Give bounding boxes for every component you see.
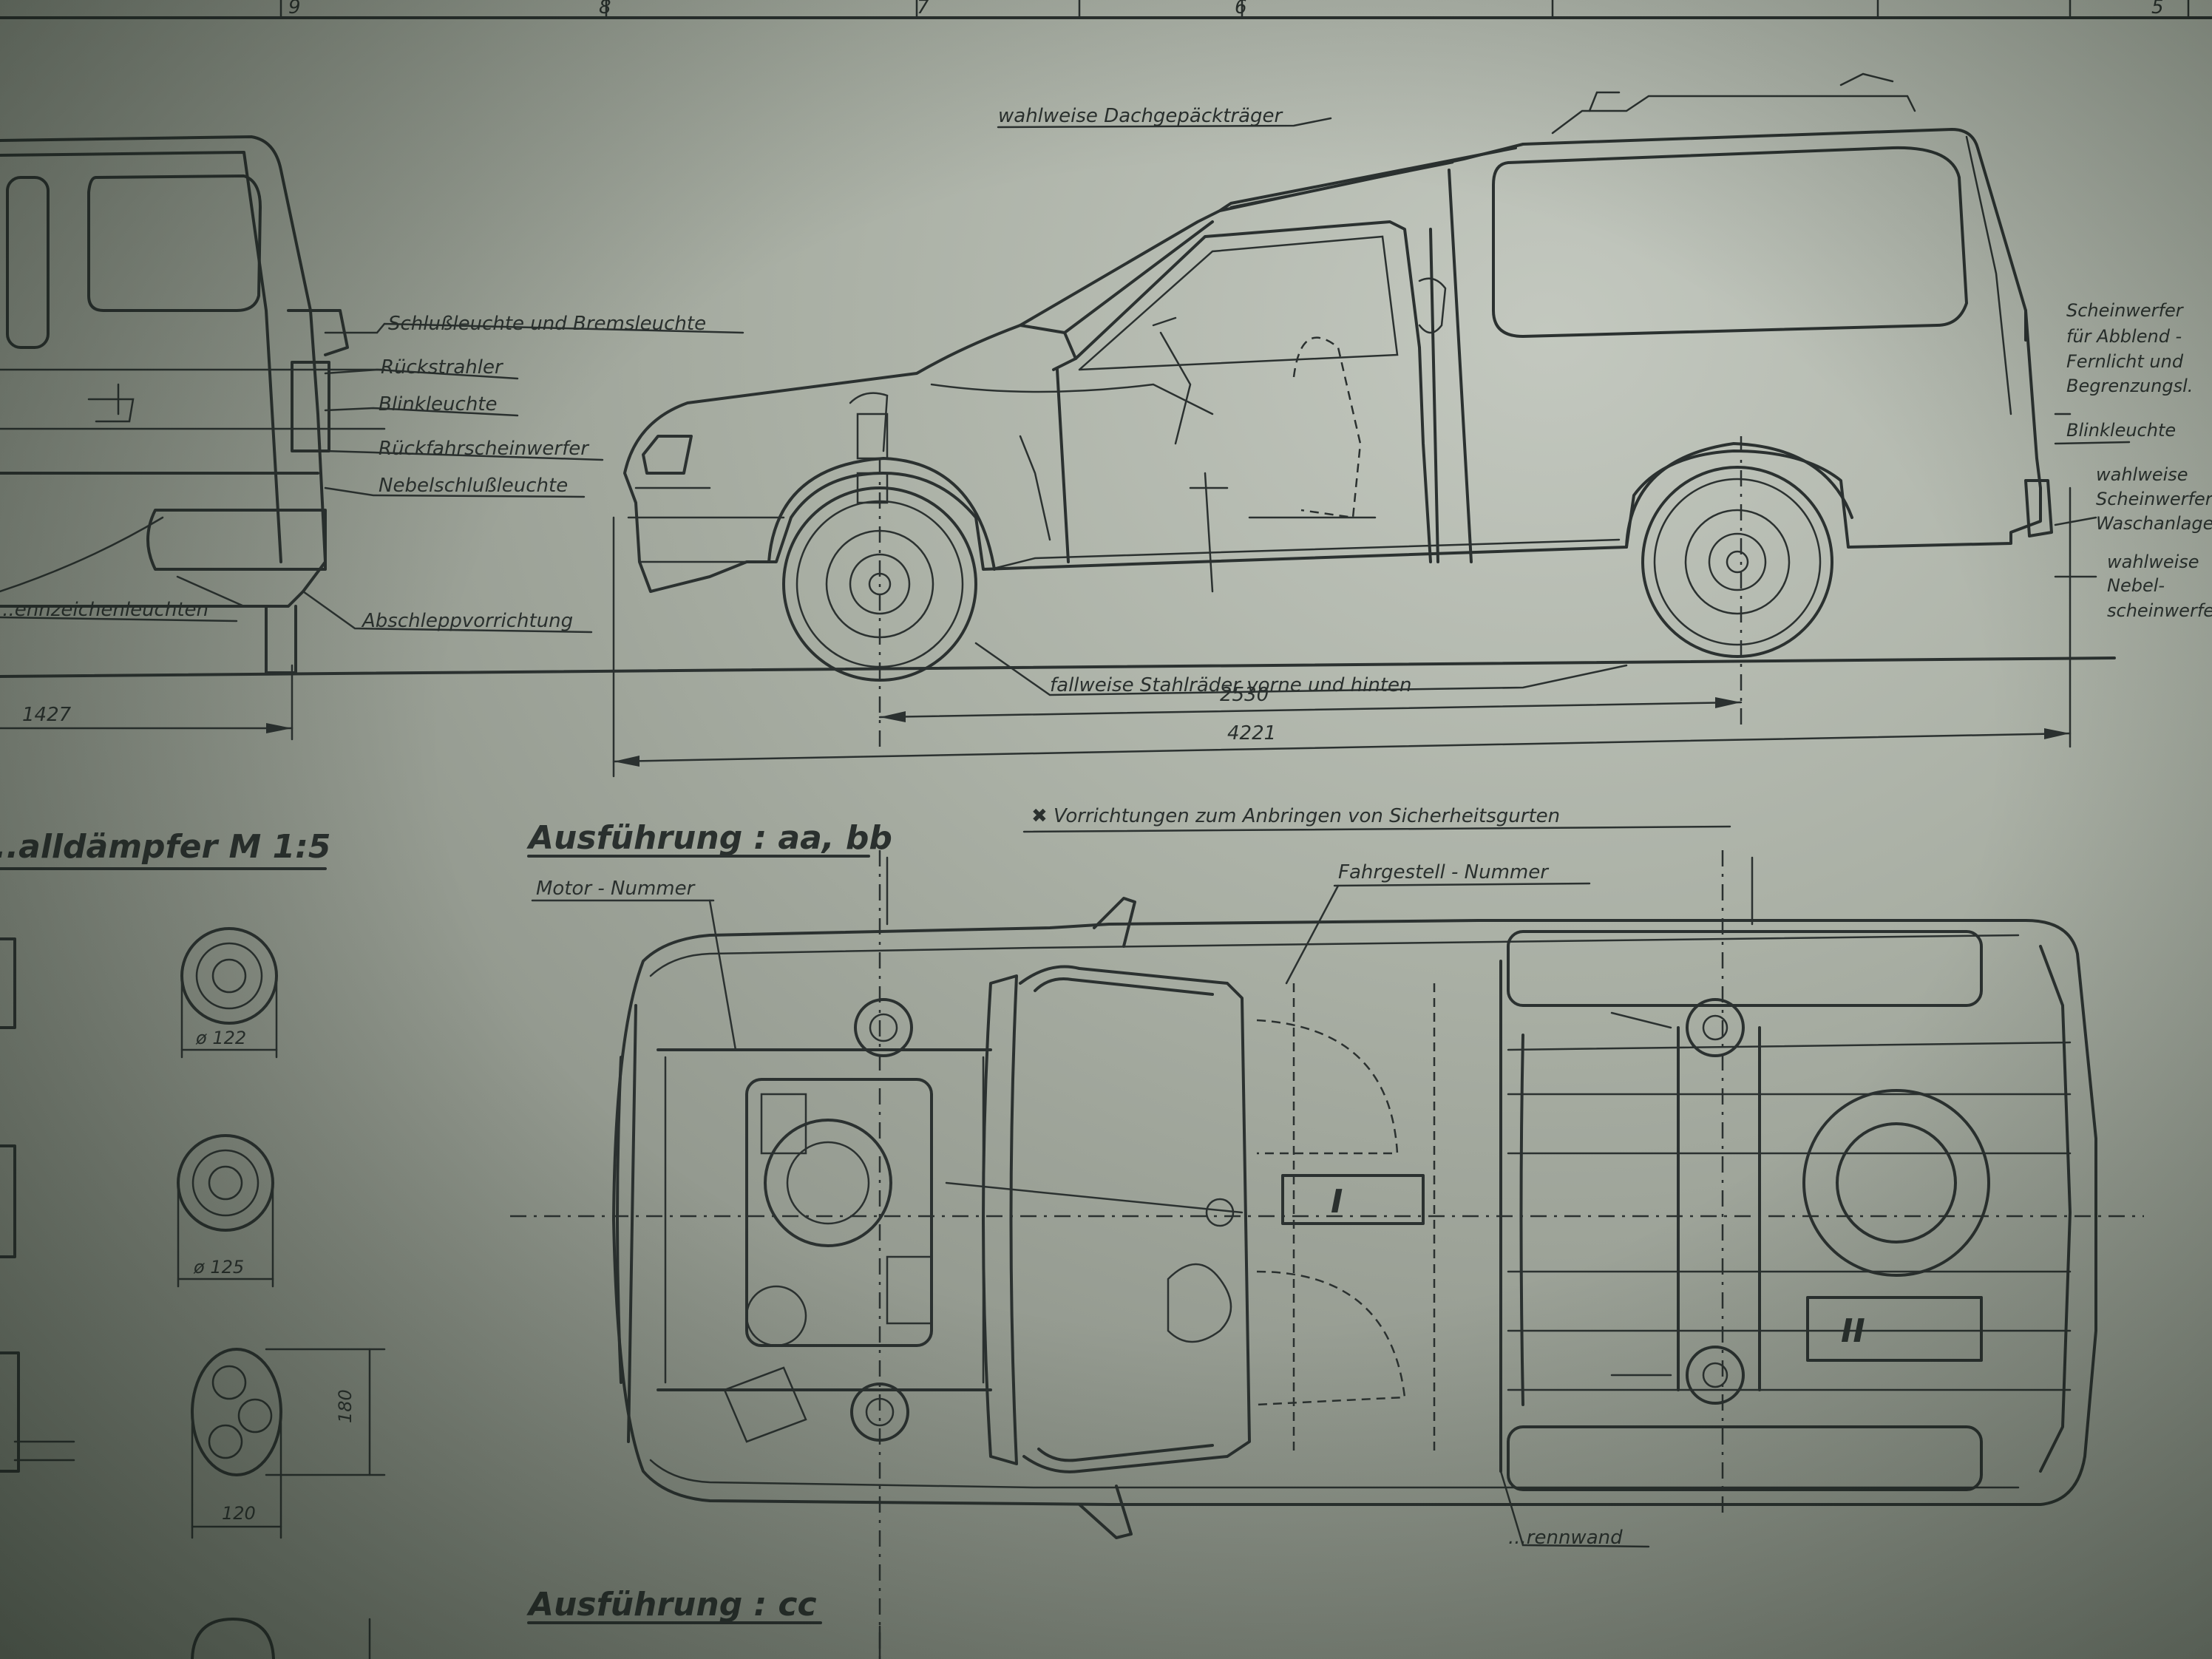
dim-length-value: 4221: [1227, 722, 1276, 744]
callout-headlamp-4: Begrenzungsl.: [2066, 376, 2193, 396]
muffler-drawings: [0, 927, 386, 1659]
ruler-number: 6: [1235, 0, 1247, 18]
dim-lines: [612, 697, 2072, 767]
ruler-number: 9: [288, 0, 301, 18]
callout-tail-brake-light: Schlußleuchte und Bremsleuchte: [388, 313, 706, 335]
ruler-number: 7: [917, 0, 929, 18]
rear-callout-leaders: [0, 322, 744, 634]
muffler-dim-122: ø 122: [195, 1028, 246, 1048]
zone-two-label: II: [1841, 1312, 1865, 1350]
side-view-van: [0, 72, 2131, 778]
callout-roof-rack: wahlweise Dachgepäckträger: [998, 105, 1284, 127]
callout-plate-light: ...ennzeichenleuchten: [0, 599, 208, 621]
callout-reverse-light: Rückfahrscheinwerfer: [379, 438, 590, 460]
callout-indicator-front: Blinkleuchte: [2066, 420, 2176, 441]
callout-fog-1: wahlweise: [2107, 552, 2199, 572]
muffler-dim-125: ø 125: [193, 1257, 244, 1278]
callout-fog-3: scheinwerfer: [2107, 600, 2212, 621]
callout-reflector: Rückstrahler: [381, 356, 504, 379]
callout-washer-3: Waschanlage: [2096, 513, 2212, 534]
callout-washer-1: wahlweise: [2096, 464, 2188, 485]
plan-view-van: [510, 850, 2144, 1659]
plan-title: Ausführung : aa, bb: [526, 819, 892, 857]
callout-rear-fog-light: Nebelschlußleuchte: [379, 475, 568, 497]
muffler-title: ...alldämpfer M 1:5: [0, 828, 330, 866]
dim-wheelbase-value: 2530: [1220, 684, 1269, 706]
callout-indicator-rear: Blinkleuchte: [379, 393, 497, 415]
ruler-number: 5: [2151, 0, 2164, 18]
callout-towing-hitch: Abschleppvorrichtung: [361, 610, 573, 632]
callout-headlamp-2: für Abblend -: [2066, 326, 2182, 347]
ruler-number: 8: [599, 0, 611, 18]
muffler-dim-180: 180: [335, 1389, 356, 1423]
callout-headlamp-1: Scheinwerfer: [2066, 300, 2185, 321]
top-ruler: 9 8 7 6 5: [0, 0, 2212, 19]
callout-seatbelt-mounts: ✖ Vorrichtungen zum Anbringen von Sicher…: [1031, 805, 1560, 827]
callout-chassis-number: Fahrgestell - Nummer: [1338, 861, 1550, 883]
variant-cc-title: Ausführung : cc: [526, 1586, 817, 1624]
callout-steel-wheels: fallweise Stahlräder vorne und hinten: [1050, 674, 1412, 696]
callout-washer-2: Scheinwerfer-: [2096, 489, 2212, 509]
rear-view: [0, 135, 386, 674]
zone-one-label: I: [1331, 1183, 1343, 1221]
callout-bulkhead: ...rennwand: [1508, 1527, 1623, 1549]
dim-rear-overhang-value: 1427: [22, 704, 72, 726]
muffler-dim-120: 120: [222, 1503, 256, 1524]
callout-headlamp-3: Fernlicht und: [2066, 351, 2184, 372]
dim-rear-overhang: [0, 664, 294, 741]
callout-fog-2: Nebel-: [2107, 575, 2165, 596]
callout-engine-number: Motor - Nummer: [536, 878, 696, 900]
